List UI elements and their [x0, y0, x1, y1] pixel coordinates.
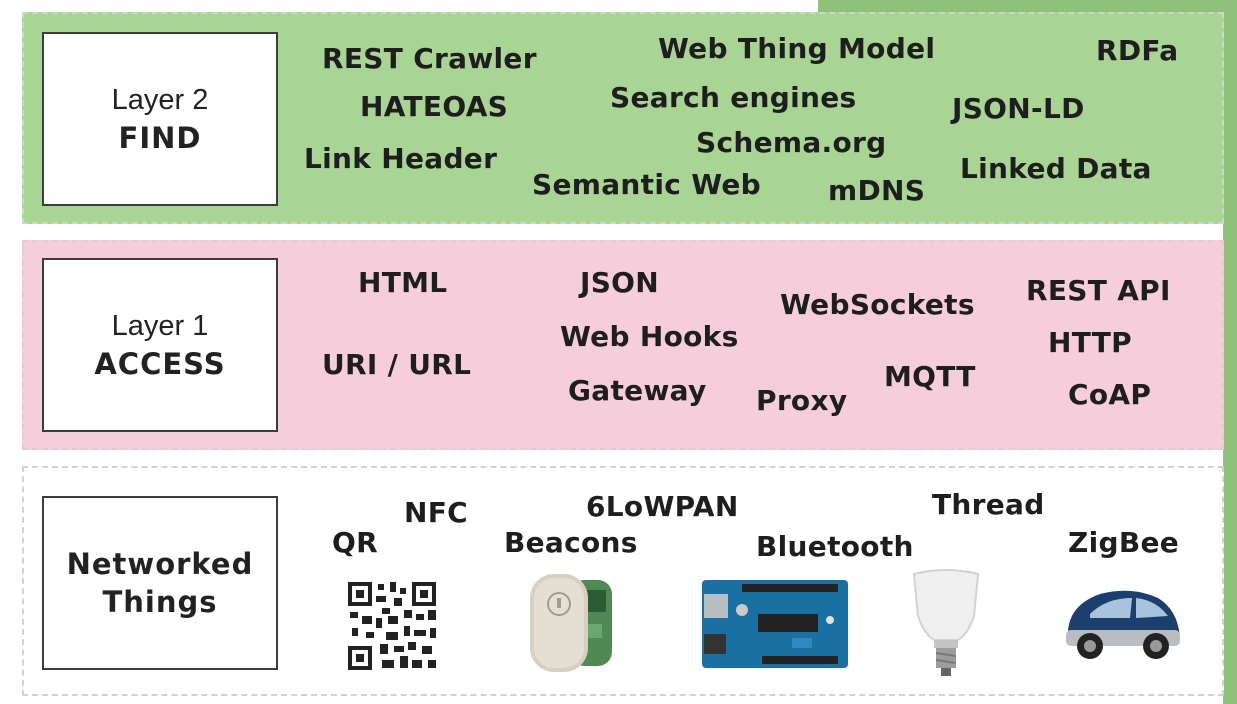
- term-http: HTTP: [1048, 326, 1132, 359]
- layer-find: Layer 2 FIND REST Crawler Web Thing Mode…: [22, 12, 1224, 224]
- term-linked-data: Linked Data: [960, 152, 1152, 185]
- term-schema-org: Schema.org: [696, 126, 887, 159]
- layer-networked-things: Networked Things NFC 6LoWPAN Thread QR B…: [22, 466, 1224, 696]
- term-web-thing-model: Web Thing Model: [658, 32, 936, 65]
- term-beacons: Beacons: [504, 526, 638, 559]
- term-mdns: mDNS: [828, 174, 926, 207]
- layer-find-label: Layer 2 FIND: [42, 32, 278, 206]
- term-link-header: Link Header: [304, 142, 498, 175]
- layer-things-label: Networked Things: [42, 496, 278, 670]
- term-rdfa: RDFa: [1096, 34, 1179, 67]
- term-proxy: Proxy: [756, 384, 848, 417]
- layer-things-title-2: Things: [102, 585, 218, 619]
- term-mqtt: MQTT: [884, 360, 976, 393]
- term-semantic-web: Semantic Web: [532, 168, 762, 201]
- layer-access-label: Layer 1 ACCESS: [42, 258, 278, 432]
- right-accent-bar: [1223, 0, 1237, 704]
- term-websockets: WebSockets: [780, 288, 975, 321]
- term-web-hooks: Web Hooks: [560, 320, 739, 353]
- term-rest-api: REST API: [1026, 274, 1171, 307]
- term-thread: Thread: [932, 488, 1045, 521]
- term-zigbee: ZigBee: [1068, 526, 1180, 559]
- qr-code-icon: [346, 580, 438, 672]
- layer-find-title: FIND: [118, 121, 202, 155]
- term-json: JSON: [580, 266, 660, 299]
- term-gateway: Gateway: [568, 374, 707, 407]
- term-coap: CoAP: [1068, 378, 1152, 411]
- layer-access-number: Layer 1: [111, 310, 209, 342]
- layer-access-title: ACCESS: [94, 347, 226, 381]
- term-6lowpan: 6LoWPAN: [586, 490, 739, 523]
- beacon-device-icon: [530, 574, 612, 672]
- term-bluetooth: Bluetooth: [756, 530, 914, 563]
- term-rest-crawler: REST Crawler: [322, 42, 537, 75]
- smart-car-icon: [1066, 590, 1180, 659]
- term-hateoas: HATEOAS: [360, 90, 509, 123]
- term-uri-url: URI / URL: [322, 348, 472, 381]
- term-nfc: NFC: [404, 496, 469, 529]
- term-json-ld: JSON-LD: [952, 92, 1085, 125]
- arduino-board-icon: [702, 580, 848, 668]
- layer-things-title-1: Networked: [66, 547, 254, 581]
- term-search-engines: Search engines: [610, 81, 857, 114]
- term-html: HTML: [358, 266, 448, 299]
- layer-access: Layer 1 ACCESS HTML JSON WebSockets REST…: [22, 240, 1224, 450]
- smart-bulb-icon: [912, 569, 980, 676]
- top-right-accent: [818, 0, 1237, 14]
- layer-find-number: Layer 2: [111, 84, 209, 116]
- term-qr: QR: [332, 526, 378, 559]
